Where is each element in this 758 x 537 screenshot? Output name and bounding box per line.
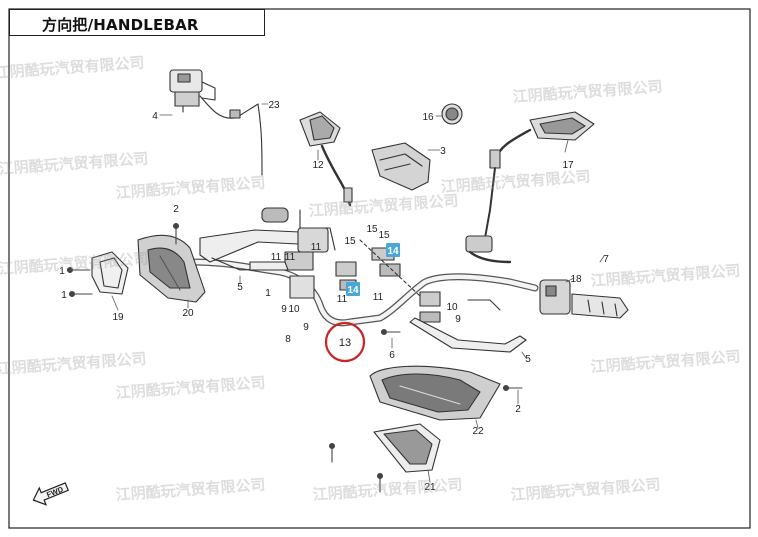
callout-21: 21: [424, 482, 436, 493]
callout-20: 20: [182, 308, 194, 319]
callout-8: 8: [285, 334, 291, 345]
right-brake-lever: [465, 235, 512, 311]
part-5-right-bracket: [409, 317, 527, 353]
callout-10b: 10: [446, 302, 458, 313]
callout-14a: 14: [387, 246, 399, 257]
callout-16: 16: [422, 112, 434, 123]
callout-22: 22: [472, 426, 484, 437]
callout-19: 19: [112, 312, 124, 323]
callout-9c: 9: [455, 314, 461, 325]
highlight-circle-13: [324, 321, 366, 363]
callout-3: 3: [440, 146, 446, 157]
callout-13: 13: [339, 337, 351, 349]
callout-18: 18: [570, 274, 582, 285]
callout-2a: 2: [173, 204, 179, 215]
part-22-right-handguard: [369, 365, 501, 421]
fwd-arrow-icon: FWD: [32, 482, 70, 506]
callout-11c: 11: [311, 242, 322, 253]
part-21-right-deflector: [373, 423, 441, 473]
callout-1a: 1: [59, 266, 65, 277]
screws: [66, 222, 523, 493]
part-17-right-mirror: [484, 111, 595, 239]
part-23-cable: [229, 103, 263, 176]
part-7-right-grip: [571, 293, 629, 319]
part-20-left-handguard: [137, 234, 206, 303]
part-12-left-mirror: [299, 111, 353, 207]
callout-15c: 15: [378, 230, 390, 241]
callout-6: 6: [389, 350, 395, 361]
badge-14b-bg: [346, 282, 360, 296]
callout-17: 17: [562, 160, 574, 171]
callout-7: 7: [603, 254, 609, 265]
callout-5a: 5: [237, 282, 243, 293]
callout-10a: 10: [288, 304, 300, 315]
badge-14a-bg: [386, 243, 400, 257]
left-switch-assembly: [249, 207, 336, 299]
callout-9a: 9: [281, 304, 287, 315]
callout-2b: 2: [515, 404, 521, 415]
callout-1c: 1: [265, 288, 271, 299]
callout-23: 23: [268, 100, 280, 111]
callout-11d: 11: [337, 294, 348, 305]
callout-12: 12: [312, 160, 324, 171]
part-18-right-switch: [539, 279, 571, 315]
part-19-left-deflector: [91, 251, 129, 295]
part-16-cap: [441, 103, 463, 125]
part-3-cover: [371, 142, 431, 191]
part-4-master-cylinder: [169, 69, 236, 119]
callout-14b: 14: [347, 285, 359, 296]
callout-15b: 15: [366, 224, 378, 235]
callout-15a: 15: [344, 236, 356, 247]
leader-lines: [111, 103, 605, 483]
callout-11e: 11: [373, 292, 384, 303]
title-box: 方向把/HANDLEBAR: [9, 9, 265, 36]
callout-11b: 11: [285, 252, 296, 263]
callout-4: 4: [152, 111, 158, 122]
page-title: 方向把/HANDLEBAR: [42, 16, 199, 34]
callout-9b: 9: [303, 322, 309, 333]
callout-1b: 1: [61, 290, 67, 301]
callout-5b: 5: [525, 354, 531, 365]
callout-11a: 11: [271, 252, 282, 263]
outer-border: [8, 8, 751, 529]
